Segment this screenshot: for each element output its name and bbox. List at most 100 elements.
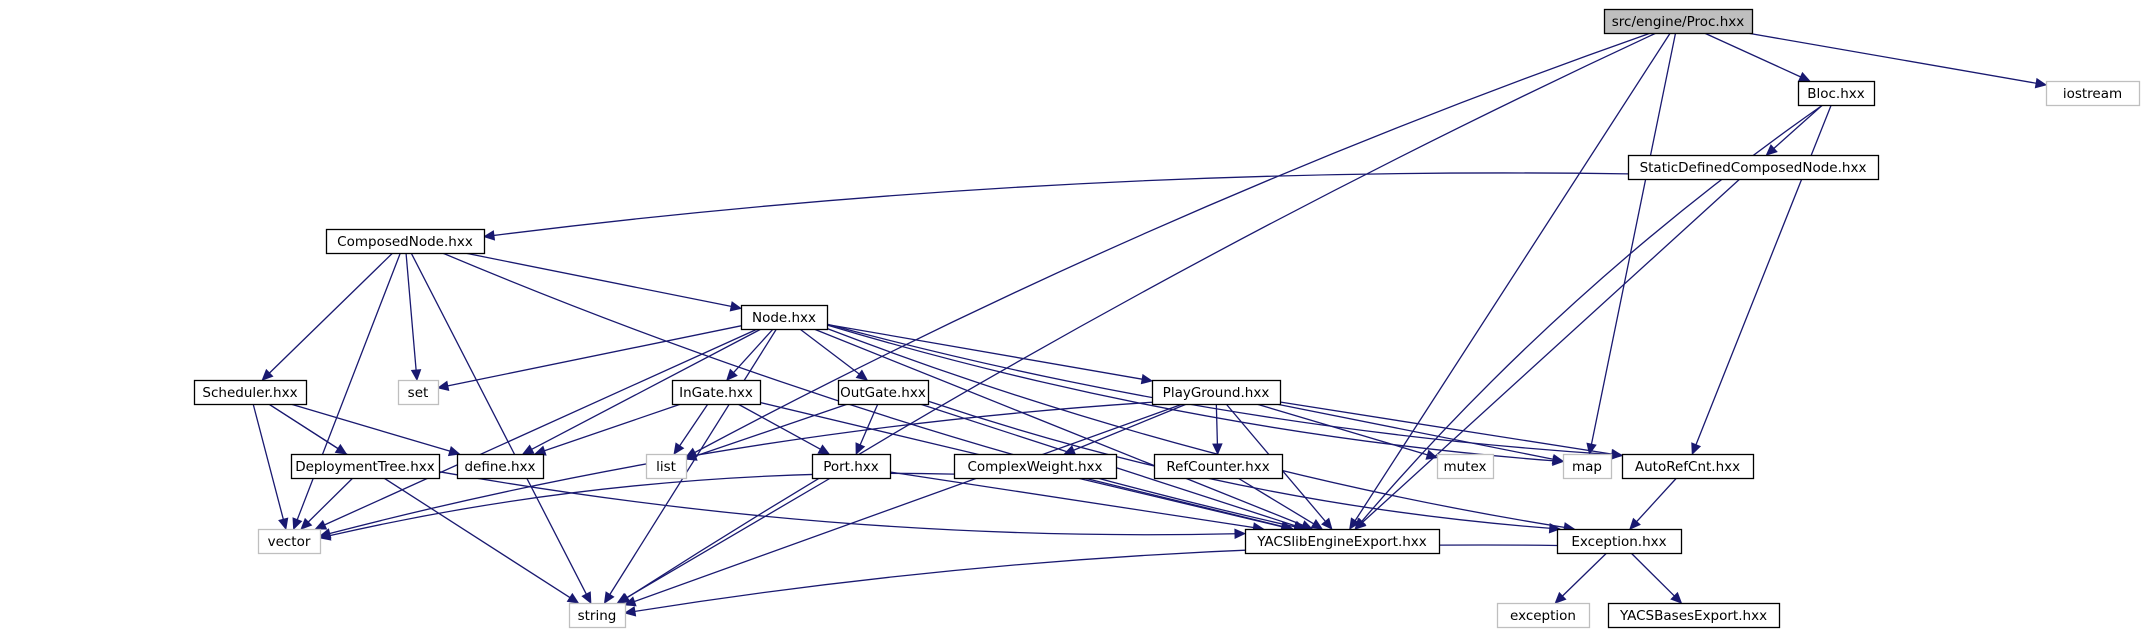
node-scheduler[interactable]: Scheduler.hxx <box>193 379 308 406</box>
edge-line <box>1279 401 1613 455</box>
node-proc[interactable]: src/engine/Proc.hxx <box>1603 8 1754 35</box>
arrowhead-icon <box>616 593 630 604</box>
arrowhead-icon <box>623 606 637 617</box>
node-playground[interactable]: PlayGround.hxx <box>1151 379 1282 406</box>
edge-exception-h-to-string <box>623 544 1558 617</box>
edge-playground-to-autorefcnt <box>1279 401 1624 460</box>
node-box <box>1562 453 1613 480</box>
edge-line <box>410 252 587 595</box>
node-node[interactable]: Node.hxx <box>740 304 829 331</box>
edge-line <box>329 401 1153 535</box>
node-label: StaticDefinedComposedNode.hxx <box>1640 160 1867 176</box>
edge-autorefcnt-to-exception-h <box>1629 477 1678 530</box>
node-sdcn[interactable]: StaticDefinedComposedNode.hxx <box>1627 154 1880 181</box>
node-box <box>2045 80 2141 107</box>
node-box <box>811 453 892 480</box>
edge-line <box>307 477 354 523</box>
arrowhead-icon <box>729 301 743 312</box>
arrowhead-icon <box>1797 71 1811 82</box>
node-exception-h[interactable]: Exception.hxx <box>1556 528 1683 555</box>
edge-line <box>859 403 879 446</box>
node-autorefcnt[interactable]: AutoRefCnt.hxx <box>1621 453 1755 480</box>
edge-composed-to-scheduler <box>261 252 394 381</box>
edge-line <box>1354 32 1671 521</box>
edge-line <box>694 32 1651 454</box>
node-refcounter[interactable]: RefCounter.hxx <box>1153 453 1284 480</box>
edge-composed-to-vector <box>292 252 401 531</box>
edge-line <box>268 403 571 599</box>
node-box <box>397 379 440 406</box>
node-outgate[interactable]: OutGate.hxx <box>837 379 930 406</box>
node-label: InGate.hxx <box>679 385 753 401</box>
node-label: AutoRefCnt.hxx <box>1635 459 1740 475</box>
node-define[interactable]: define.hxx <box>456 453 545 480</box>
node-box <box>953 453 1118 480</box>
edge-line <box>464 252 732 308</box>
arrowhead-icon <box>410 369 422 382</box>
edge-line <box>447 325 742 387</box>
node-exception: exception <box>1496 602 1591 629</box>
node-yacsbases[interactable]: YACSBasesExport.hxx <box>1607 602 1781 629</box>
edge-scheduler-to-string <box>268 403 580 604</box>
edge-line <box>438 471 1236 536</box>
arrowhead-icon <box>1234 528 1247 540</box>
node-label: exception <box>1510 608 1576 624</box>
arrowhead-icon <box>623 596 637 607</box>
edge-composed-to-set <box>405 252 422 382</box>
edge-line <box>1362 178 1741 523</box>
arrowhead-icon <box>1354 518 1367 530</box>
edge-line <box>1773 104 1823 149</box>
edge-line <box>733 328 774 374</box>
edge-line <box>296 252 401 520</box>
edge-proc-to-bloc <box>1704 32 1811 82</box>
edge-line <box>927 400 1550 529</box>
edge-line <box>290 403 451 452</box>
edge-line <box>442 252 1295 528</box>
edge-scheduler-to-define <box>290 403 461 457</box>
node-string: string <box>568 602 627 629</box>
node-label: OutGate.hxx <box>840 385 926 401</box>
arrowhead-icon <box>2034 77 2048 89</box>
node-box <box>645 453 688 480</box>
edge-line <box>826 324 1554 462</box>
node-label: define.hxx <box>464 459 535 475</box>
edge-line <box>531 328 762 450</box>
edge-node-to-outgate <box>799 328 869 381</box>
node-label: list <box>656 459 676 475</box>
edge-line <box>826 323 1613 456</box>
node-label: Scheduler.hxx <box>202 385 297 401</box>
edge-line <box>826 323 1143 380</box>
edge-line <box>1073 403 1187 451</box>
node-ingate[interactable]: InGate.hxx <box>671 379 762 406</box>
node-box <box>290 453 441 480</box>
edge-line <box>324 328 758 526</box>
node-label: Exception.hxx <box>1571 534 1666 550</box>
edge-node-to-playground <box>826 323 1154 385</box>
node-port[interactable]: Port.hxx <box>811 453 892 480</box>
node-bloc[interactable]: Bloc.hxx <box>1797 80 1876 107</box>
edge-line <box>626 32 1657 599</box>
node-box <box>1603 8 1754 35</box>
node-label: Node.hxx <box>752 310 816 326</box>
node-complex[interactable]: ComplexWeight.hxx <box>953 453 1118 480</box>
node-label: YACSBasesExport.hxx <box>1619 608 1767 624</box>
node-yacsengine[interactable]: YACSlibEngineExport.hxx <box>1244 528 1441 555</box>
node-deploy[interactable]: DeploymentTree.hxx <box>290 453 441 480</box>
edge-line <box>889 471 1254 529</box>
node-label: map <box>1572 459 1602 475</box>
arrowhead-icon <box>855 369 869 381</box>
edge-proc-to-map <box>1586 32 1677 456</box>
node-label: set <box>408 385 429 401</box>
node-composed[interactable]: ComposedNode.hxx <box>325 228 486 255</box>
edge-line <box>1704 32 1801 78</box>
edge-playground-to-map <box>1276 403 1565 465</box>
arrowhead-icon <box>1349 517 1360 531</box>
arrowhead-icon <box>1670 591 1683 604</box>
edge-line <box>799 328 860 375</box>
edge-ingate-to-list <box>673 403 709 456</box>
node-box <box>1151 379 1282 406</box>
edge-line <box>813 328 1304 526</box>
edge-line <box>1276 403 1554 460</box>
